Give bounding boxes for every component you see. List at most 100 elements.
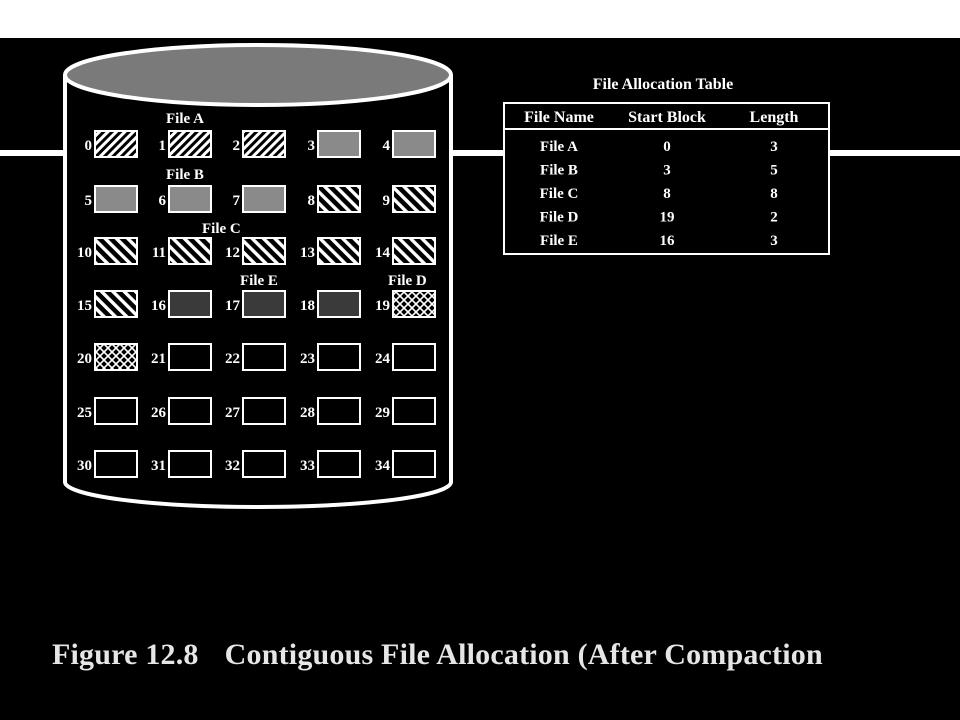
block-number-10: 10 (77, 245, 92, 261)
disk-block-18 (317, 290, 361, 318)
block-number-4: 4 (383, 138, 391, 154)
disk-block-21 (168, 343, 212, 371)
disk-block-27 (242, 397, 286, 425)
disk-block-33 (317, 450, 361, 478)
disk-block-13 (317, 237, 361, 265)
block-number-20: 20 (77, 351, 92, 367)
block-number-26: 26 (151, 405, 167, 421)
block-number-9: 9 (383, 193, 391, 209)
block-number-32: 32 (225, 458, 240, 474)
fat-cell-r2-c2: 8 (770, 186, 778, 202)
fat-cell-r0-c0: File A (540, 139, 578, 155)
disk-block-9 (392, 185, 436, 213)
figure-title: Contiguous File Allocation (After Compac… (224, 638, 823, 671)
block-number-5: 5 (85, 193, 93, 209)
disk-block-7 (242, 185, 286, 213)
disk-block-30 (94, 450, 138, 478)
figure-caption: Figure 12.8 Contiguous File Allocation (A… (52, 638, 823, 672)
block-number-13: 13 (300, 245, 315, 261)
block-number-28: 28 (300, 405, 315, 421)
disk-block-0 (94, 130, 138, 158)
block-number-7: 7 (233, 193, 241, 209)
disk-block-16 (168, 290, 212, 318)
block-number-1: 1 (159, 138, 167, 154)
block-number-23: 23 (300, 351, 315, 367)
block-number-19: 19 (375, 298, 390, 314)
block-number-15: 15 (77, 298, 92, 314)
block-number-33: 33 (300, 458, 315, 474)
file-d-label: File D (388, 273, 427, 289)
disk-block-34 (392, 450, 436, 478)
fat-header-file-name: File Name (524, 109, 594, 126)
disk-block-2 (242, 130, 286, 158)
fat-cell-r3-c2: 2 (770, 210, 778, 226)
block-number-27: 27 (225, 405, 241, 421)
slide-top-band (0, 0, 960, 38)
fat-cell-r2-c1: 8 (663, 186, 671, 202)
fat-cell-r4-c2: 3 (770, 233, 778, 249)
block-number-18: 18 (300, 298, 315, 314)
fat-cell-r0-c1: 0 (663, 139, 671, 155)
fat-header-length: Length (750, 109, 799, 126)
block-number-14: 14 (375, 245, 391, 261)
disk-block-5 (94, 185, 138, 213)
block-number-0: 0 (85, 138, 93, 154)
slide-divider-line (0, 150, 960, 156)
disk-block-32 (242, 450, 286, 478)
file-b-label: File B (166, 167, 204, 183)
disk-block-31 (168, 450, 212, 478)
block-number-17: 17 (225, 298, 241, 314)
block-number-34: 34 (375, 458, 391, 474)
disk-block-12 (242, 237, 286, 265)
block-number-31: 31 (151, 458, 166, 474)
figure-number: Figure 12.8 (52, 638, 199, 671)
fat-title: File Allocation Table (593, 76, 733, 93)
disk-block-25 (94, 397, 138, 425)
disk-block-8 (317, 185, 361, 213)
block-number-8: 8 (308, 193, 316, 209)
block-number-3: 3 (308, 138, 316, 154)
file-e-label: File E (240, 273, 278, 289)
file-a-label: File A (166, 111, 204, 127)
block-number-24: 24 (375, 351, 391, 367)
block-number-22: 22 (225, 351, 240, 367)
fat-header-start-block: Start Block (628, 109, 706, 126)
fat-cell-r1-c1: 3 (663, 163, 671, 179)
block-number-6: 6 (159, 193, 167, 209)
fat-cell-r3-c1: 19 (660, 210, 675, 226)
disk-block-10 (94, 237, 138, 265)
disk-block-4 (392, 130, 436, 158)
fat-cell-r4-c1: 16 (660, 233, 676, 249)
disk-block-26 (168, 397, 212, 425)
disk-block-14 (392, 237, 436, 265)
disk-block-28 (317, 397, 361, 425)
disk-block-17 (242, 290, 286, 318)
fat-cell-r2-c0: File C (540, 186, 579, 202)
fat-cell-r3-c0: File D (540, 210, 579, 226)
fat-cell-r4-c0: File E (540, 233, 578, 249)
disk-block-3 (317, 130, 361, 158)
disk-block-11 (168, 237, 212, 265)
block-number-16: 16 (151, 298, 167, 314)
block-number-30: 30 (77, 458, 92, 474)
disk-block-23 (317, 343, 361, 371)
cylinder-top (63, 43, 453, 107)
disk-block-20 (94, 343, 138, 371)
block-number-25: 25 (77, 405, 92, 421)
block-number-12: 12 (225, 245, 240, 261)
disk-block-24 (392, 343, 436, 371)
block-number-11: 11 (152, 245, 166, 261)
disk-block-19 (392, 290, 436, 318)
file-c-label: File C (202, 221, 241, 237)
disk-block-29 (392, 397, 436, 425)
block-number-29: 29 (375, 405, 390, 421)
disk-block-6 (168, 185, 212, 213)
fat-cell-r1-c2: 5 (770, 163, 778, 179)
block-number-2: 2 (233, 138, 241, 154)
fat-cell-r1-c0: File B (540, 163, 578, 179)
fat-cell-r0-c2: 3 (770, 139, 778, 155)
disk-block-1 (168, 130, 212, 158)
